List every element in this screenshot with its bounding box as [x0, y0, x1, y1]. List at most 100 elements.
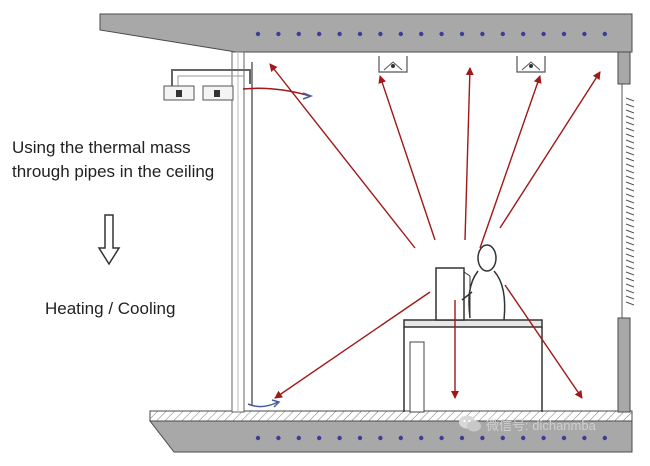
pipe-dot [459, 31, 465, 37]
pipe-dot [296, 435, 301, 441]
air-handling-unit [163, 69, 314, 101]
pipe-dot [378, 435, 383, 441]
desk [403, 319, 543, 413]
caption-line-2: through pipes in the ceiling [12, 162, 215, 181]
pipe-dot [255, 435, 261, 441]
blind-slat [625, 247, 635, 252]
blind-slat [625, 181, 635, 186]
pipe-dot [357, 435, 363, 441]
heat-radiation-arrows [269, 63, 601, 399]
blind-slat [625, 205, 635, 210]
caption-heating-cooling: Heating / Cooling [45, 299, 176, 318]
blind-slat [625, 289, 635, 294]
blind-slat [625, 301, 635, 306]
seated-person [461, 244, 506, 321]
pipe-dot [602, 435, 607, 441]
pipe-dot [398, 435, 403, 441]
blind-slat [625, 109, 635, 114]
vertical-duct [231, 51, 253, 413]
blind-slat [625, 157, 635, 162]
pipe-dot [500, 435, 505, 441]
blind-slat [625, 103, 635, 108]
pipe-dot [582, 435, 587, 441]
blind-slat [625, 193, 635, 198]
pipe-dot [602, 31, 607, 37]
ceiling-lamp [516, 56, 546, 73]
blind-slat [625, 211, 635, 216]
pipe-dot [459, 435, 465, 441]
pipe-dot [296, 31, 301, 37]
pipe-dot [500, 31, 505, 37]
blind-slat [625, 151, 635, 156]
pipe-dot [337, 435, 342, 441]
radiation-arrow [464, 67, 474, 241]
radiation-arrow [269, 63, 416, 249]
pipe-dot [521, 31, 526, 37]
blind-slat [625, 223, 635, 228]
watermark-text: 微信号: dichanmba [486, 417, 596, 433]
blind-slat [625, 271, 635, 276]
blind-slat [625, 265, 635, 270]
floor-slab [148, 410, 633, 453]
pipe-dot [419, 31, 424, 37]
pipe-dot [317, 31, 322, 37]
blind-slat [625, 145, 635, 150]
blind-slat [625, 121, 635, 126]
pipe-dot [541, 31, 546, 37]
pipe-dot [541, 435, 546, 441]
blind-slat [625, 235, 635, 240]
caption-line-1: Using the thermal mass [12, 138, 191, 157]
blind-slat [625, 277, 635, 282]
computer-monitor [435, 267, 471, 321]
pipe-dot [276, 31, 281, 37]
watermark: 微信号: dichanmba [458, 414, 596, 434]
pipe-dot [582, 31, 587, 37]
pipe-dot [357, 31, 363, 37]
pipe-dot [317, 435, 322, 441]
pipe-dot [337, 31, 342, 37]
blind-slat [625, 229, 635, 234]
blind-slat [625, 217, 635, 222]
blind-slat [625, 127, 635, 132]
blind-slat [625, 139, 635, 144]
pipe-dot [561, 435, 567, 441]
blind-slat [625, 241, 635, 246]
ceiling-pipe-dots [255, 31, 607, 37]
blind-slat [625, 133, 635, 138]
radiation-arrow [274, 291, 431, 399]
wechat-icon [459, 415, 481, 432]
radiation-arrow [499, 71, 601, 229]
window-blinds [625, 97, 635, 306]
radiation-arrow [504, 284, 583, 399]
pipe-dot [521, 435, 526, 441]
blind-slat [625, 253, 635, 258]
pipe-dot [398, 31, 403, 37]
pipe-dot [480, 435, 485, 441]
floor-pipe-dots [255, 435, 607, 441]
pipe-dot [480, 31, 485, 37]
blind-slat [625, 163, 635, 168]
pipe-dot [276, 435, 281, 441]
hollow-down-arrow-icon [97, 214, 121, 266]
right-wall-window [617, 51, 635, 413]
blind-slat [625, 169, 635, 174]
floor-air-outlet [247, 399, 281, 408]
blind-slat [625, 115, 635, 120]
blind-slat [625, 97, 635, 102]
blind-slat [625, 199, 635, 204]
blind-slat [625, 283, 635, 288]
pipe-dot [378, 31, 383, 37]
blind-slat [625, 187, 635, 192]
ceiling-slab [99, 13, 633, 53]
blind-slat [625, 259, 635, 264]
pipe-dot [561, 31, 567, 37]
blind-slat [625, 295, 635, 300]
radiation-arrow [479, 75, 542, 249]
radiation-arrow [378, 75, 436, 241]
blind-slat [625, 175, 635, 180]
pipe-dot [439, 435, 444, 441]
ceiling-lamp [378, 56, 408, 73]
pipe-dot [439, 31, 444, 37]
pipe-dot [255, 31, 261, 37]
